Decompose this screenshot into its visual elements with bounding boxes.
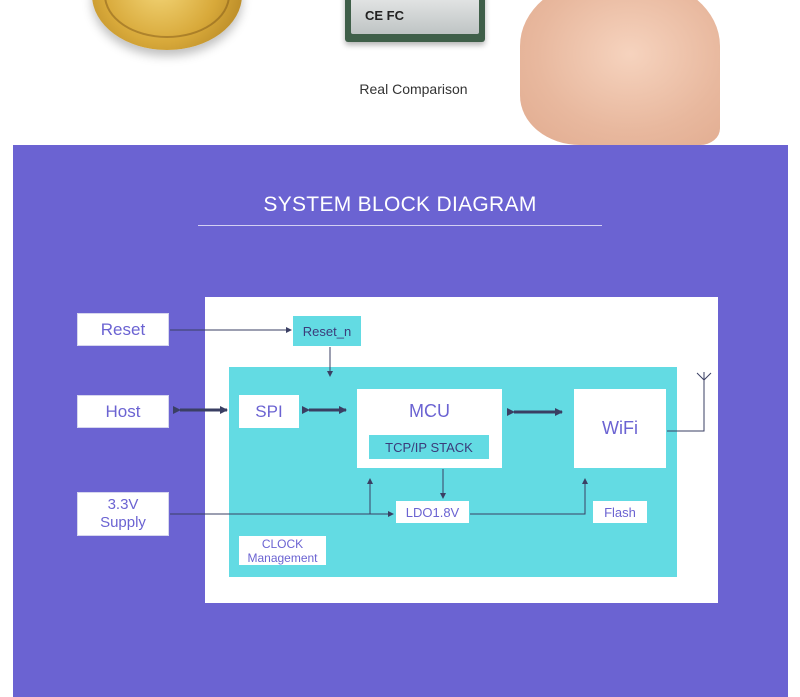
reset-n-label: Reset_n xyxy=(302,323,352,339)
reset-input-block: Reset xyxy=(77,313,169,346)
coin-image xyxy=(92,0,242,50)
module-shield: CE FC xyxy=(351,0,479,34)
mcu-label: MCU xyxy=(409,401,450,421)
diagram-title: SYSTEM BLOCK DIAGRAM xyxy=(263,193,537,216)
spi-block: SPI xyxy=(239,395,299,428)
product-photo-strip: CE FC Real Comparison xyxy=(0,0,800,145)
comparison-caption: Real Comparison xyxy=(359,81,468,97)
module-certification-marks: CE FC xyxy=(365,8,404,23)
clock-management-block: CLOCK Management xyxy=(239,536,326,565)
ldo-block: LDO1.8V xyxy=(396,501,469,523)
supply-voltage-label: 3.3V xyxy=(107,496,139,513)
power-supply-block: 3.3V Supply xyxy=(77,492,169,536)
wifi-block: WiFi xyxy=(574,389,666,468)
tcpip-stack-block: TCP/IP STACK xyxy=(369,435,489,459)
supply-label: Supply xyxy=(100,514,146,531)
wifi-label: WiFi xyxy=(602,418,638,438)
tcpip-stack-label: TCP/IP STACK xyxy=(385,439,473,455)
reset-n-block: Reset_n xyxy=(293,316,361,346)
coin-rim xyxy=(104,0,230,38)
host-block: Host xyxy=(77,395,169,428)
ldo-label: LDO1.8V xyxy=(405,504,460,520)
host-label: Host xyxy=(105,401,141,421)
flash-label: Flash xyxy=(604,504,636,520)
title-underline xyxy=(198,225,602,226)
flash-block: Flash xyxy=(593,501,647,523)
management-label: Management xyxy=(247,550,318,565)
spi-label: SPI xyxy=(255,401,283,421)
wifi-module-image: CE FC xyxy=(345,0,485,42)
clock-label: CLOCK xyxy=(261,536,304,551)
finger-image xyxy=(520,0,720,145)
reset-label: Reset xyxy=(100,319,146,339)
